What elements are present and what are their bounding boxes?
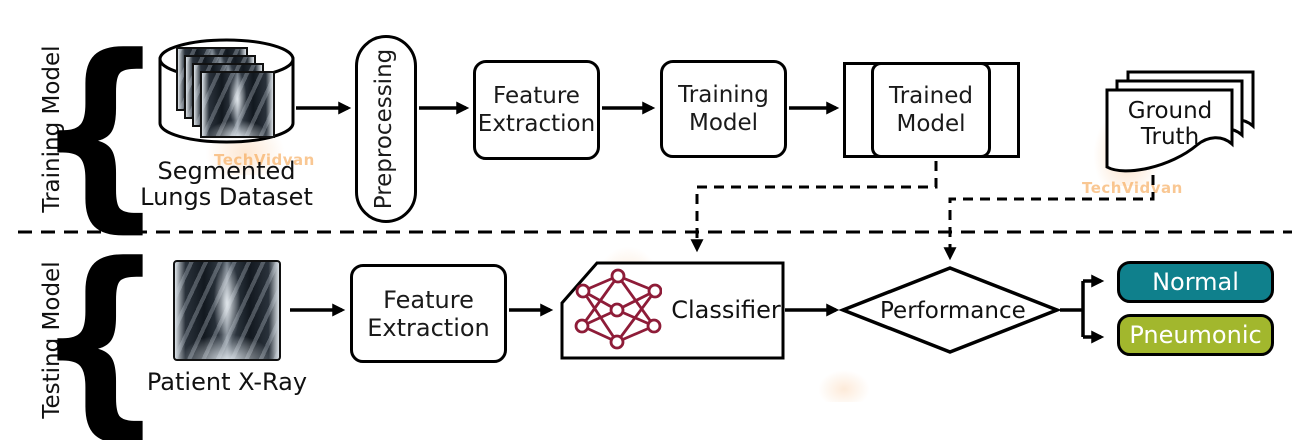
patient-xray-label: Patient X-Ray [146, 368, 308, 396]
output-pneumonic: Pneumonic [1117, 314, 1274, 356]
classifier-shape [560, 261, 785, 360]
watermark-flame-icon [818, 370, 870, 402]
ground-truth-line1: Ground [1127, 98, 1213, 124]
feature-extraction-line2: Extraction [367, 313, 490, 342]
trained-model-inner: Trained Model [871, 62, 991, 158]
trained-model-line1: Trained [889, 83, 973, 109]
dataset-label: Segmented Lungs Dataset [128, 158, 325, 210]
trained-model-line2: Model [896, 111, 966, 137]
training-model-node: Training Model [660, 60, 787, 158]
dataset-label-line1: Segmented [157, 157, 296, 185]
patient-xray-image [173, 260, 281, 361]
ground-truth-label: Ground Truth [1107, 98, 1233, 150]
output-normal: Normal [1117, 261, 1274, 303]
output-pneumonic-label: Pneumonic [1129, 321, 1262, 349]
classifier-label: Classifier [671, 296, 781, 324]
testing-brace: { [34, 220, 166, 440]
preprocessing-label: Preprocessing [371, 48, 397, 210]
ground-truth-documents-icon [1105, 70, 1255, 173]
feature-extraction-line2: Extraction [477, 111, 596, 137]
watermark-text: TechVidvan [214, 151, 315, 169]
trained-model-node: Trained Model [843, 62, 1020, 158]
xray-thumbnail [200, 71, 275, 138]
training-model-line1: Training [678, 82, 769, 108]
feature-extraction-line1: Feature [383, 285, 474, 314]
performance-diamond [838, 266, 1062, 354]
flow-arrows [290, 101, 1105, 344]
dataset-label-line2: Lungs Dataset [140, 183, 313, 211]
performance-label: Performance [880, 298, 1026, 324]
output-normal-label: Normal [1152, 268, 1239, 296]
feature-extraction-node-testing: Feature Extraction [350, 264, 507, 363]
training-model-line2: Model [688, 110, 759, 136]
neural-network-icon [574, 268, 662, 350]
dashed-connectors [690, 161, 1155, 261]
feature-extraction-line1: Feature [493, 83, 580, 109]
feature-extraction-node-training: Feature Extraction [473, 60, 600, 160]
preprocessing-node [355, 35, 417, 223]
ground-truth-line2: Truth [1140, 124, 1200, 150]
watermark-text: TechVidvan [1082, 179, 1183, 197]
training-brace: { [34, 12, 166, 251]
